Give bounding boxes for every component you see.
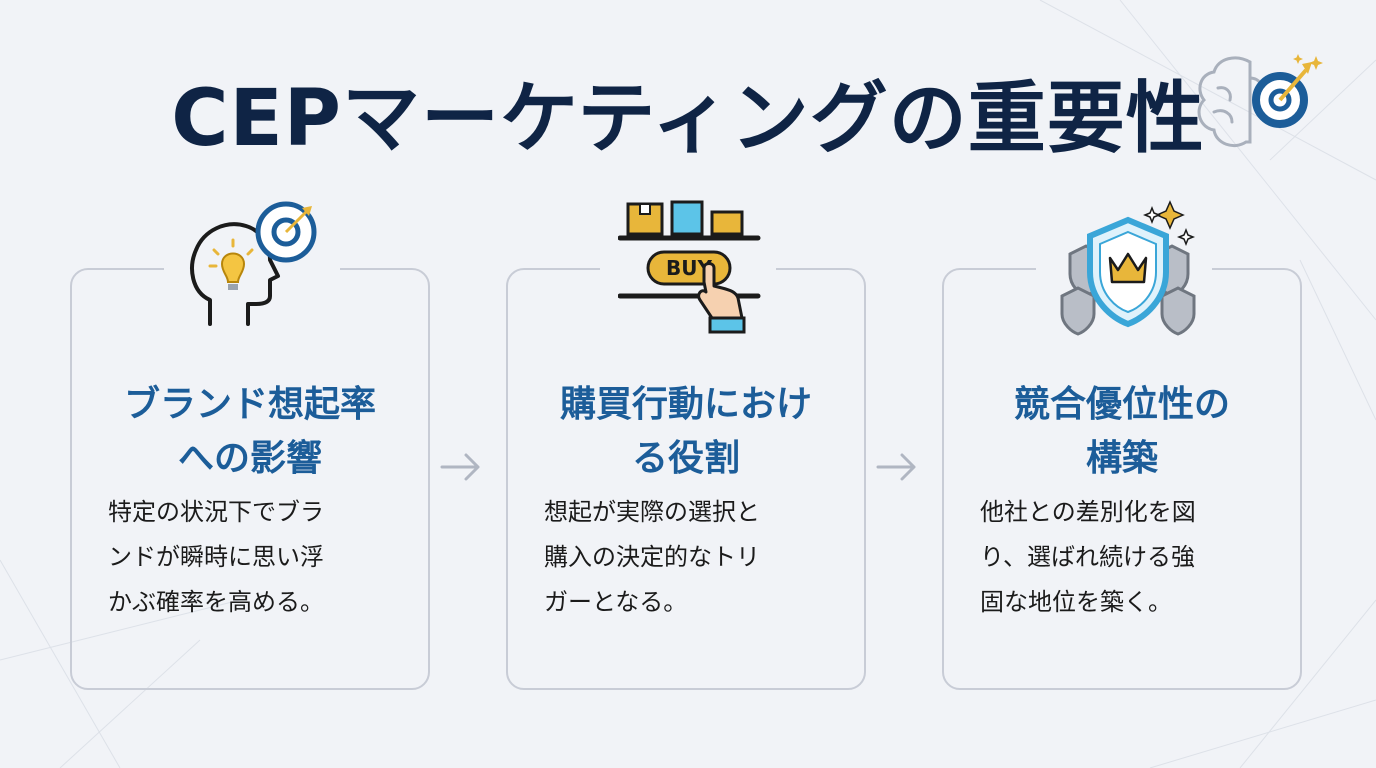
card-title: 競合優位性の 構築	[1013, 384, 1230, 479]
card-title: ブランド想起率 への影響	[123, 384, 376, 479]
arrow-right-icon	[876, 453, 916, 481]
card-description: 想起が実際の選択と 購入の決定的なトリ ガーとなる。	[544, 498, 760, 616]
brain-target-icon	[1197, 54, 1323, 147]
card-description: 特定の状況下でブラ ンドが瞬時に思い浮 かぶ確率を高める。	[108, 498, 324, 616]
shelf-buy-button-icon: BUY	[618, 200, 761, 334]
card-brand-recall: ブランド想起率 への影響 特定の状況下でブラ ンドが瞬時に思い浮 かぶ確率を高め…	[70, 201, 430, 690]
card-competitive-advantage: 競合優位性の 構築 他社との差別化を図 り、選ばれ続ける強 固な地位を築く。	[942, 200, 1302, 690]
head-lightbulb-icon	[190, 201, 317, 326]
card-title: 購買行動におけ る役割	[559, 384, 812, 479]
page-title: CEPマーケティングの重要性	[171, 74, 1205, 164]
arrow-right-icon	[440, 453, 480, 481]
card-purchase-behavior: BUY 購買行動におけ る役割 想起が実際の選択と 購入の決定的なトリ ガーとな…	[506, 200, 866, 690]
shield-crown-icon	[1060, 200, 1196, 336]
card-description: 他社との差別化を図 り、選ばれ続ける強 固な地位を築く。	[980, 498, 1196, 616]
